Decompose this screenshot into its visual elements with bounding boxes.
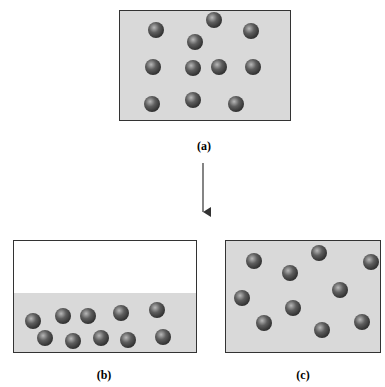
particle (145, 59, 161, 75)
particle (332, 282, 348, 298)
box-c (226, 241, 381, 353)
particle (245, 59, 261, 75)
panel-label: (b) (97, 368, 112, 382)
particle (285, 300, 301, 316)
particles (25, 12, 379, 349)
panel-label: (c) (296, 368, 309, 382)
particle (246, 253, 262, 269)
particle (228, 96, 244, 112)
particle (314, 322, 330, 338)
particle (206, 12, 222, 28)
particle (234, 290, 250, 306)
particle (211, 59, 227, 75)
particle (354, 314, 370, 330)
particle (25, 313, 41, 329)
particle (185, 60, 201, 76)
particle (311, 245, 327, 261)
particle (55, 308, 71, 324)
particle (120, 332, 136, 348)
particle (363, 254, 379, 270)
particle (144, 96, 160, 112)
particle (185, 92, 201, 108)
particle (187, 34, 203, 50)
particle (256, 315, 272, 331)
particle (149, 302, 165, 318)
particle (282, 265, 298, 281)
particle (155, 329, 171, 345)
particle (113, 305, 129, 321)
particle (148, 22, 164, 38)
panel-label: (a) (197, 139, 211, 153)
box-a (120, 11, 291, 121)
box-b (14, 241, 197, 353)
particle (93, 330, 109, 346)
particle (65, 333, 81, 349)
particle (243, 23, 259, 39)
particle (37, 330, 53, 346)
arrow (202, 163, 203, 212)
particle (80, 308, 96, 324)
